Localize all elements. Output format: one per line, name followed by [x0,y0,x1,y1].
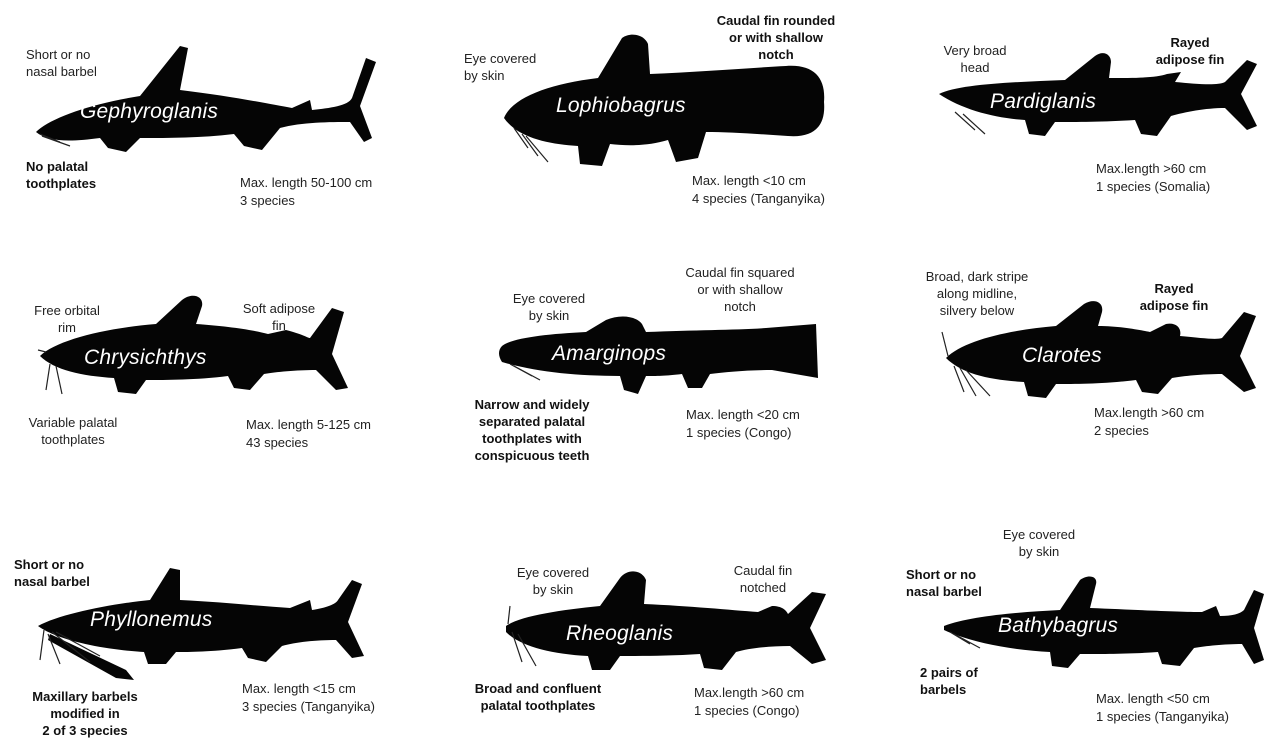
genus-name: Pardiglanis [990,90,1096,114]
size-and-species-info: Max. length 50-100 cm 3 species [240,174,372,210]
size-and-species-info: Max. length <15 cm 3 species (Tanganyika… [242,680,375,716]
annotation-nasal-barbel: Short or no nasal barbel [26,46,97,80]
genus-name: Rheoglanis [566,622,673,646]
annotation-palatal-toothplates: Broad and confluent palatal toothplates [448,680,628,714]
annotation-rayed-adipose-fin: Rayed adipose fin [1130,34,1250,68]
annotation-nasal-barbel: Short or no nasal barbel [906,566,982,600]
annotation-two-pairs-of-barbels: 2 pairs of barbels [920,664,978,698]
size-and-species-info: Max.length >60 cm 1 species (Somalia) [1096,160,1210,196]
annotation-maxillary-barbels: Maxillary barbels modified in 2 of 3 spe… [0,688,170,739]
annotation-free-orbital-rim: Free orbital rim [12,302,122,336]
annotation-eye-covered: Eye covered by skin [984,526,1094,560]
size-and-species-info: Max.length >60 cm 1 species (Congo) [694,684,804,720]
size-and-species-info: Max. length <20 cm 1 species (Congo) [686,406,800,442]
size-and-species-info: Max. length <10 cm 4 species (Tanganyika… [692,172,825,208]
genus-name: Amarginops [552,342,666,366]
annotation-broad-head: Very broad head [920,42,1030,76]
genus-name: Gephyroglanis [80,100,218,124]
size-and-species-info: Max. length 5-125 cm 43 species [246,416,371,452]
annotation-caudal-fin: Caudal fin notched [708,562,818,596]
annotation-caudal-fin: Caudal fin squared or with shallow notch [670,264,810,315]
annotation-palatal-toothplates: No palatal toothplates [26,158,96,192]
genus-name: Bathybagrus [998,614,1118,638]
annotation-palatal-toothplates: Narrow and widely separated palatal toot… [444,396,620,464]
size-and-species-info: Max.length >60 cm 2 species [1094,404,1204,440]
panel-bathybagrus: Bathybagrus Eye covered by skin Short or… [0,0,1,1]
genus-name: Chrysichthys [84,346,207,370]
annotation-rayed-adipose-fin: Rayed adipose fin [1114,280,1234,314]
genus-name: Clarotes [1022,344,1102,368]
genus-name: Lophiobagrus [556,94,686,118]
annotation-eye-covered: Eye covered by skin [464,50,536,84]
annotation-dark-stripe: Broad, dark stripe along midline, silver… [912,268,1042,319]
genus-name: Phyllonemus [90,608,212,632]
annotation-soft-adipose-fin: Soft adipose fin [224,300,334,334]
annotation-caudal-fin: Caudal fin rounded or with shallow notch [676,12,876,63]
annotation-variable-palatal-toothplates: Variable palatal toothplates [8,414,138,448]
annotation-nasal-barbel: Short or no nasal barbel [14,556,90,590]
annotation-eye-covered: Eye covered by skin [498,564,608,598]
annotation-eye-covered: Eye covered by skin [494,290,604,324]
size-and-species-info: Max. length <50 cm 1 species (Tanganyika… [1096,690,1229,726]
